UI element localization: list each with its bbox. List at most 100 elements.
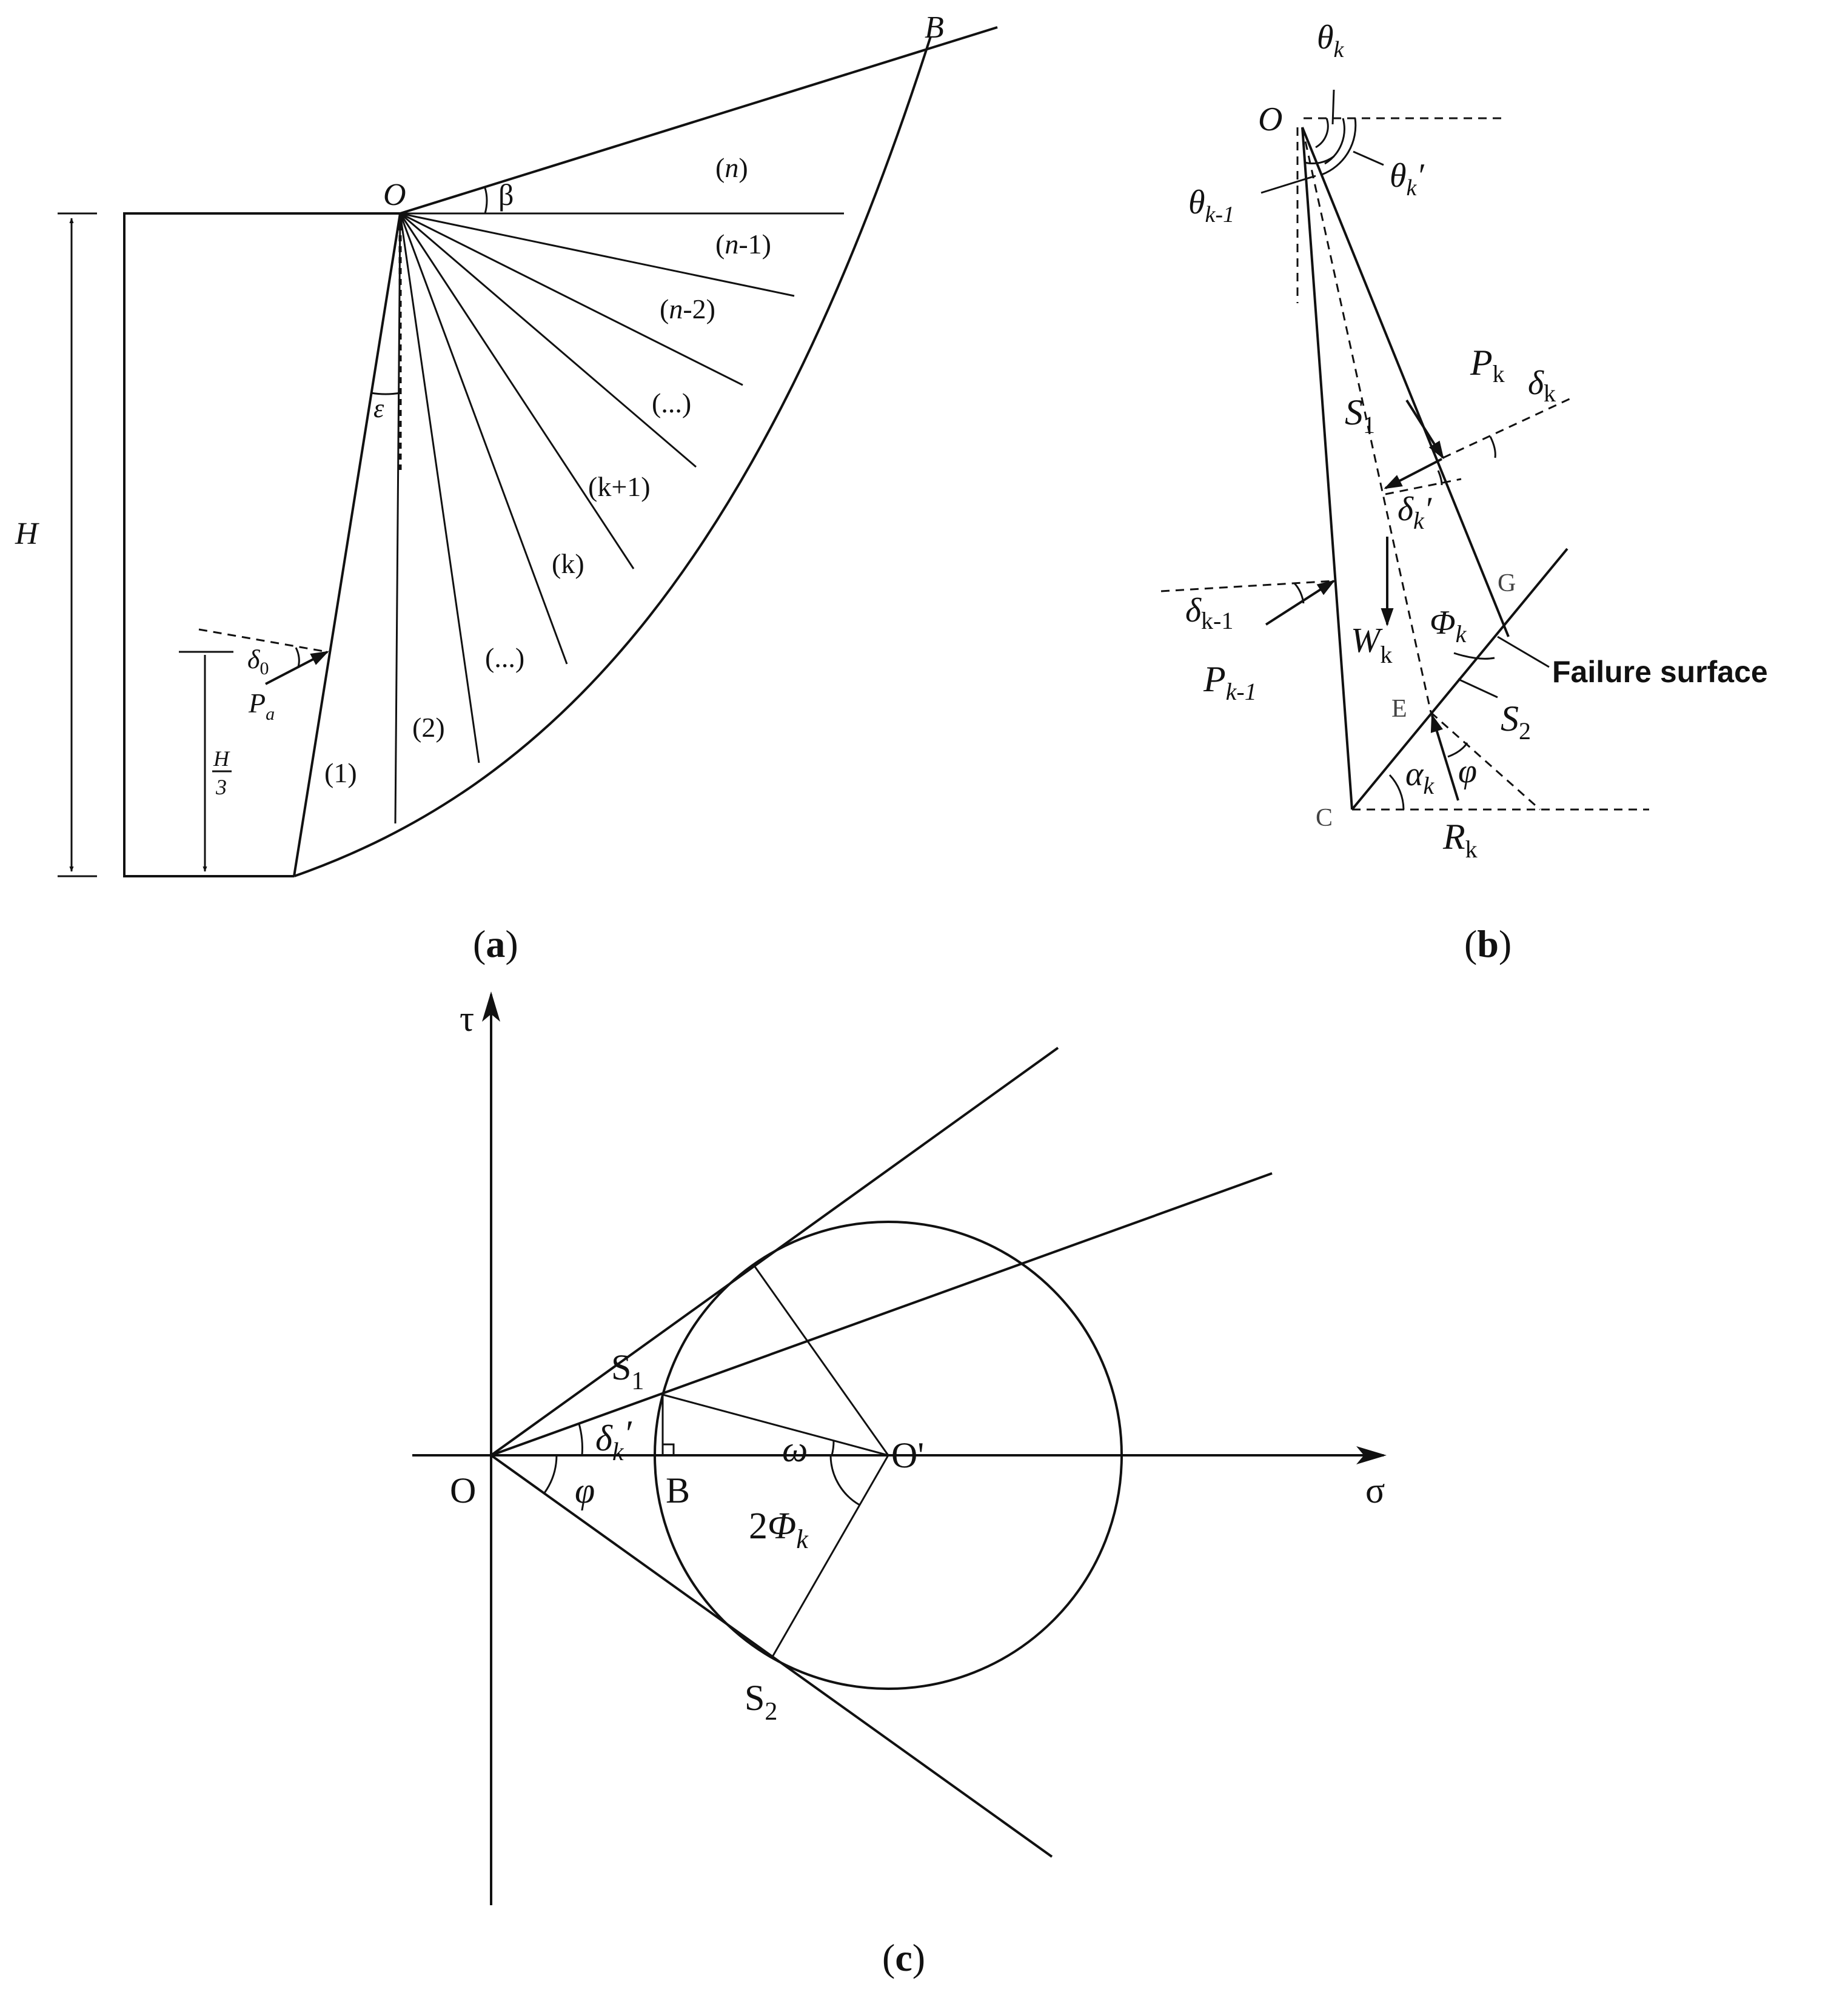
radial-lines	[394, 212, 844, 824]
s2-label: S2	[745, 1678, 777, 1726]
wedge-label: (k)	[552, 548, 584, 579]
panel-b: O θk θk′ θk-1 S1 Pk δk δk′ G δk-1 Pk-1 W…	[1160, 19, 1768, 965]
alphak-arc	[1388, 774, 1405, 810]
wedge-label: (...)	[485, 642, 524, 673]
lower-envelope	[490, 1454, 1053, 1858]
backfill-slope	[400, 26, 998, 215]
theta-kp-arc-outer	[1321, 118, 1357, 176]
third-height-denominator: 3	[215, 775, 227, 799]
failure-surface-label: Failure surface	[1552, 655, 1768, 689]
radius-upper-tangent	[752, 1264, 889, 1456]
delta0-arc	[295, 647, 300, 668]
height-label: H	[15, 517, 39, 551]
sigma-label: σ	[1365, 1470, 1385, 1510]
deltakp-reference	[1385, 478, 1462, 495]
origin-label: O	[450, 1470, 476, 1510]
caption-a: (a)	[473, 922, 518, 965]
theta-k-arc	[1315, 118, 1329, 149]
twophik-arc	[829, 1455, 860, 1506]
wall-back-face	[293, 213, 401, 877]
tau-label: τ	[460, 999, 474, 1039]
pkm1-force-arrow	[1265, 580, 1336, 626]
s1-label: S1	[611, 1347, 644, 1395]
epsilon-label: ε	[373, 394, 384, 423]
caption-b: (b)	[1464, 922, 1512, 965]
pk-force-arrow	[1405, 399, 1444, 460]
wedge-label: (1)	[324, 757, 357, 788]
theta-kp-leader	[1353, 150, 1384, 166]
deltakp-label: δk′	[1398, 491, 1432, 534]
omega-label: ω	[782, 1429, 808, 1469]
radial-line	[400, 212, 743, 386]
deltakm1-reference	[1160, 580, 1334, 592]
slip-surface	[293, 36, 932, 877]
s2-label: S2	[1501, 699, 1531, 745]
deltakm1-label: δk-1	[1185, 592, 1233, 634]
theta-k-label: θk	[1317, 19, 1345, 62]
center-label: O'	[891, 1435, 924, 1475]
wedge-left-side	[1301, 127, 1353, 810]
stress-line	[490, 1172, 1273, 1457]
theta-k-leader	[1331, 89, 1335, 125]
radius-to-s1	[662, 1393, 889, 1457]
s2-leader	[1458, 678, 1498, 699]
epsilon-arc	[370, 392, 401, 395]
wedge-labels: (n) (n-1) (n-2) (...) (k+1) (k) (...) (2) (1)	[324, 152, 771, 788]
deltakp-arc	[578, 1423, 583, 1456]
twophik-label: 2Φk	[749, 1506, 809, 1554]
deltak-reference	[1442, 396, 1574, 459]
alphak-label: αk	[1405, 756, 1435, 799]
beta-arc	[484, 187, 488, 214]
right-angle-mark	[663, 1443, 675, 1455]
failure-surface-leader	[1497, 635, 1550, 668]
point-g-label: G	[1498, 569, 1516, 597]
wedge-label: (n-1)	[715, 229, 771, 260]
theta-km1-leader	[1260, 175, 1316, 194]
deltak-arc	[1489, 436, 1496, 458]
panel-c: τ σ O O' B S1 S2 δk′ ω 2Φk φ (c)	[412, 991, 1387, 1979]
wedge-right-side	[1301, 127, 1510, 637]
point-b-label: B	[925, 10, 944, 45]
rk-force-arrow	[1430, 714, 1459, 801]
phik-label: Φk	[1430, 604, 1467, 648]
upper-envelope	[490, 1047, 1059, 1457]
rk-label: Rk	[1442, 817, 1478, 863]
deltak-label: δk	[1528, 364, 1556, 407]
third-height-numerator: H	[213, 746, 230, 771]
radial-line	[399, 213, 480, 763]
wall-frame	[123, 212, 400, 877]
point-c-label: C	[1316, 804, 1333, 832]
active-thrust-arrow	[265, 651, 329, 685]
phik-arc	[1453, 652, 1495, 660]
wedge-label: (k+1)	[588, 471, 651, 502]
wedge-label: (n-2)	[660, 293, 715, 324]
dashed-o-to-e	[1301, 127, 1432, 713]
wedge-label: (...)	[652, 387, 691, 418]
delta0-reference	[198, 628, 328, 653]
pkm1-label: Pk-1	[1203, 659, 1257, 705]
theta-kp-label: θk′	[1390, 157, 1424, 201]
theta-km1-label: θk-1	[1188, 184, 1234, 227]
radial-line	[399, 213, 568, 665]
radial-line	[400, 212, 697, 468]
omega-arc	[831, 1440, 835, 1456]
wk-label: Wk	[1351, 620, 1392, 668]
deltakp-label: δk′	[595, 1413, 632, 1466]
deltakp-arc	[1437, 470, 1443, 486]
dashed-e-to-right	[1430, 711, 1541, 811]
delta0-label: δ0	[247, 645, 269, 679]
radial-line	[400, 212, 795, 297]
pk-label: Pk	[1470, 343, 1505, 387]
radius-to-s2	[771, 1455, 889, 1658]
point-o-label: O	[1258, 101, 1282, 138]
point-b-label: B	[666, 1470, 690, 1510]
phi-label: φ	[1458, 753, 1477, 790]
phi-arc	[1447, 742, 1468, 758]
beta-label: β	[498, 178, 514, 212]
wedge-label: (2)	[412, 712, 445, 743]
pa-label: Pa	[248, 688, 275, 724]
wedge-label: (n)	[715, 152, 748, 183]
pkp-force-arrow	[1384, 458, 1442, 489]
radial-line	[399, 213, 635, 569]
